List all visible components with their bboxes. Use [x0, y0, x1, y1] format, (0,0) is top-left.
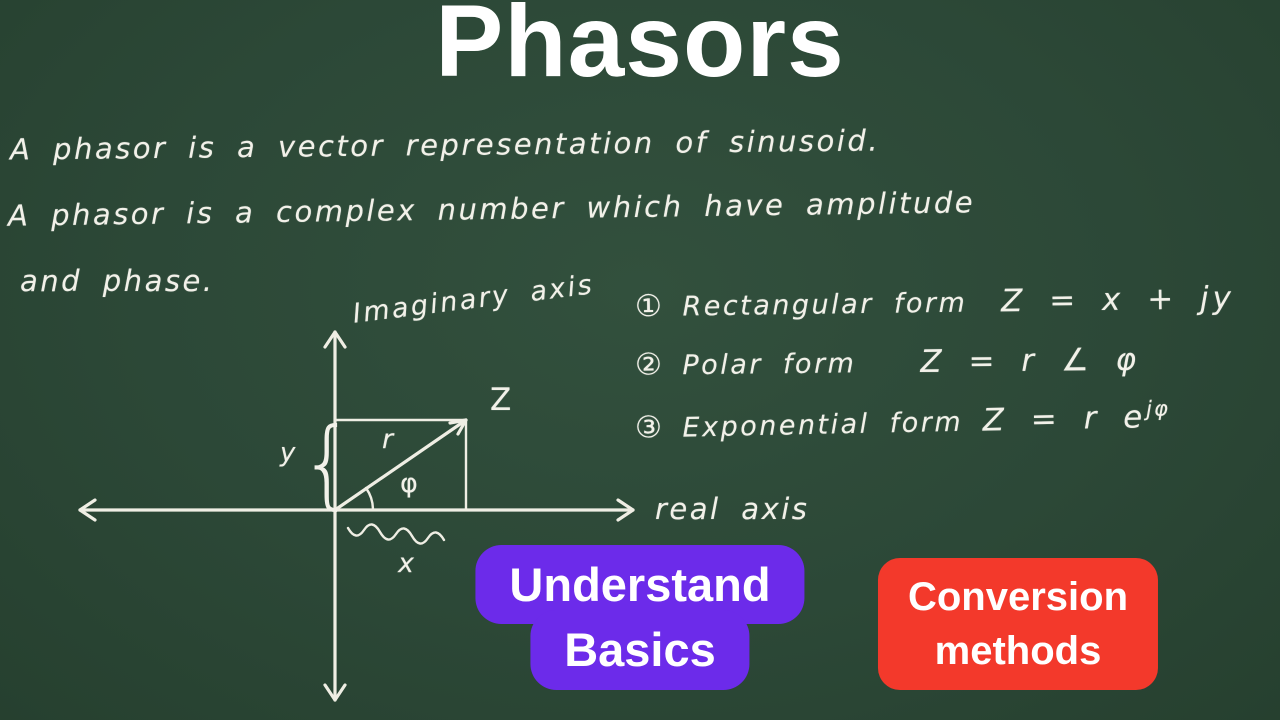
- angle-arc: [364, 486, 375, 512]
- form-formula-1: Z = x + jy: [1000, 280, 1236, 320]
- form-formula-2: Z = r ∠ φ: [920, 341, 1141, 380]
- badge-conversion-line-2: methods: [934, 629, 1102, 673]
- arrowhead-up-icon: [323, 330, 347, 349]
- real-axis-label: real axis: [655, 492, 810, 526]
- form-row-rectangular: ① Rectangular form Z = x + jy: [634, 278, 1236, 325]
- badge-understand-basics: Understand Basics: [475, 545, 805, 690]
- form-formula-3: Z = r ejφ: [982, 396, 1171, 439]
- form-row-polar: ② Polar form Z = r ∠ φ: [635, 339, 1140, 383]
- y-component-label: y: [280, 438, 298, 468]
- imaginary-axis-label: Imaginary axis: [351, 269, 596, 330]
- form-name-2: Polar form: [682, 348, 857, 382]
- badge-conversion-line-1: Conversion: [907, 575, 1129, 619]
- page-title: Phasors: [435, 0, 845, 98]
- form-number-1: ①: [634, 289, 665, 325]
- arrowhead-right-icon: [616, 498, 635, 522]
- x-squiggle: [346, 523, 446, 545]
- badge-understand-line-2: Basics: [530, 610, 750, 690]
- x-component-label: x: [398, 548, 417, 579]
- curly-brace-icon: {: [300, 408, 358, 520]
- vector-z-label: Z: [490, 382, 514, 418]
- intro-line-1: A phasor is a vector representation of s…: [9, 123, 881, 167]
- form-name-3: Exponential form: [682, 407, 964, 444]
- form-number-3: ③: [634, 410, 665, 446]
- form-row-exponential: ③ Exponential form Z = r ejφ: [635, 396, 1171, 446]
- intro-line-3: and phase.: [20, 264, 215, 298]
- magnitude-r-label: r: [382, 424, 396, 455]
- angle-phi-label: φ: [400, 468, 421, 499]
- intro-line-2: A phasor is a complex number which have …: [7, 185, 976, 233]
- badge-conversion-methods: Conversion methods: [877, 558, 1159, 690]
- form-number-2: ②: [634, 347, 665, 383]
- arrowhead-down-icon: [323, 683, 347, 702]
- form-exponent-3: jφ: [1145, 396, 1171, 421]
- arrowhead-left-icon: [78, 498, 97, 522]
- arrowhead-vector-icon: [448, 418, 468, 436]
- form-name-1: Rectangular form: [682, 287, 968, 323]
